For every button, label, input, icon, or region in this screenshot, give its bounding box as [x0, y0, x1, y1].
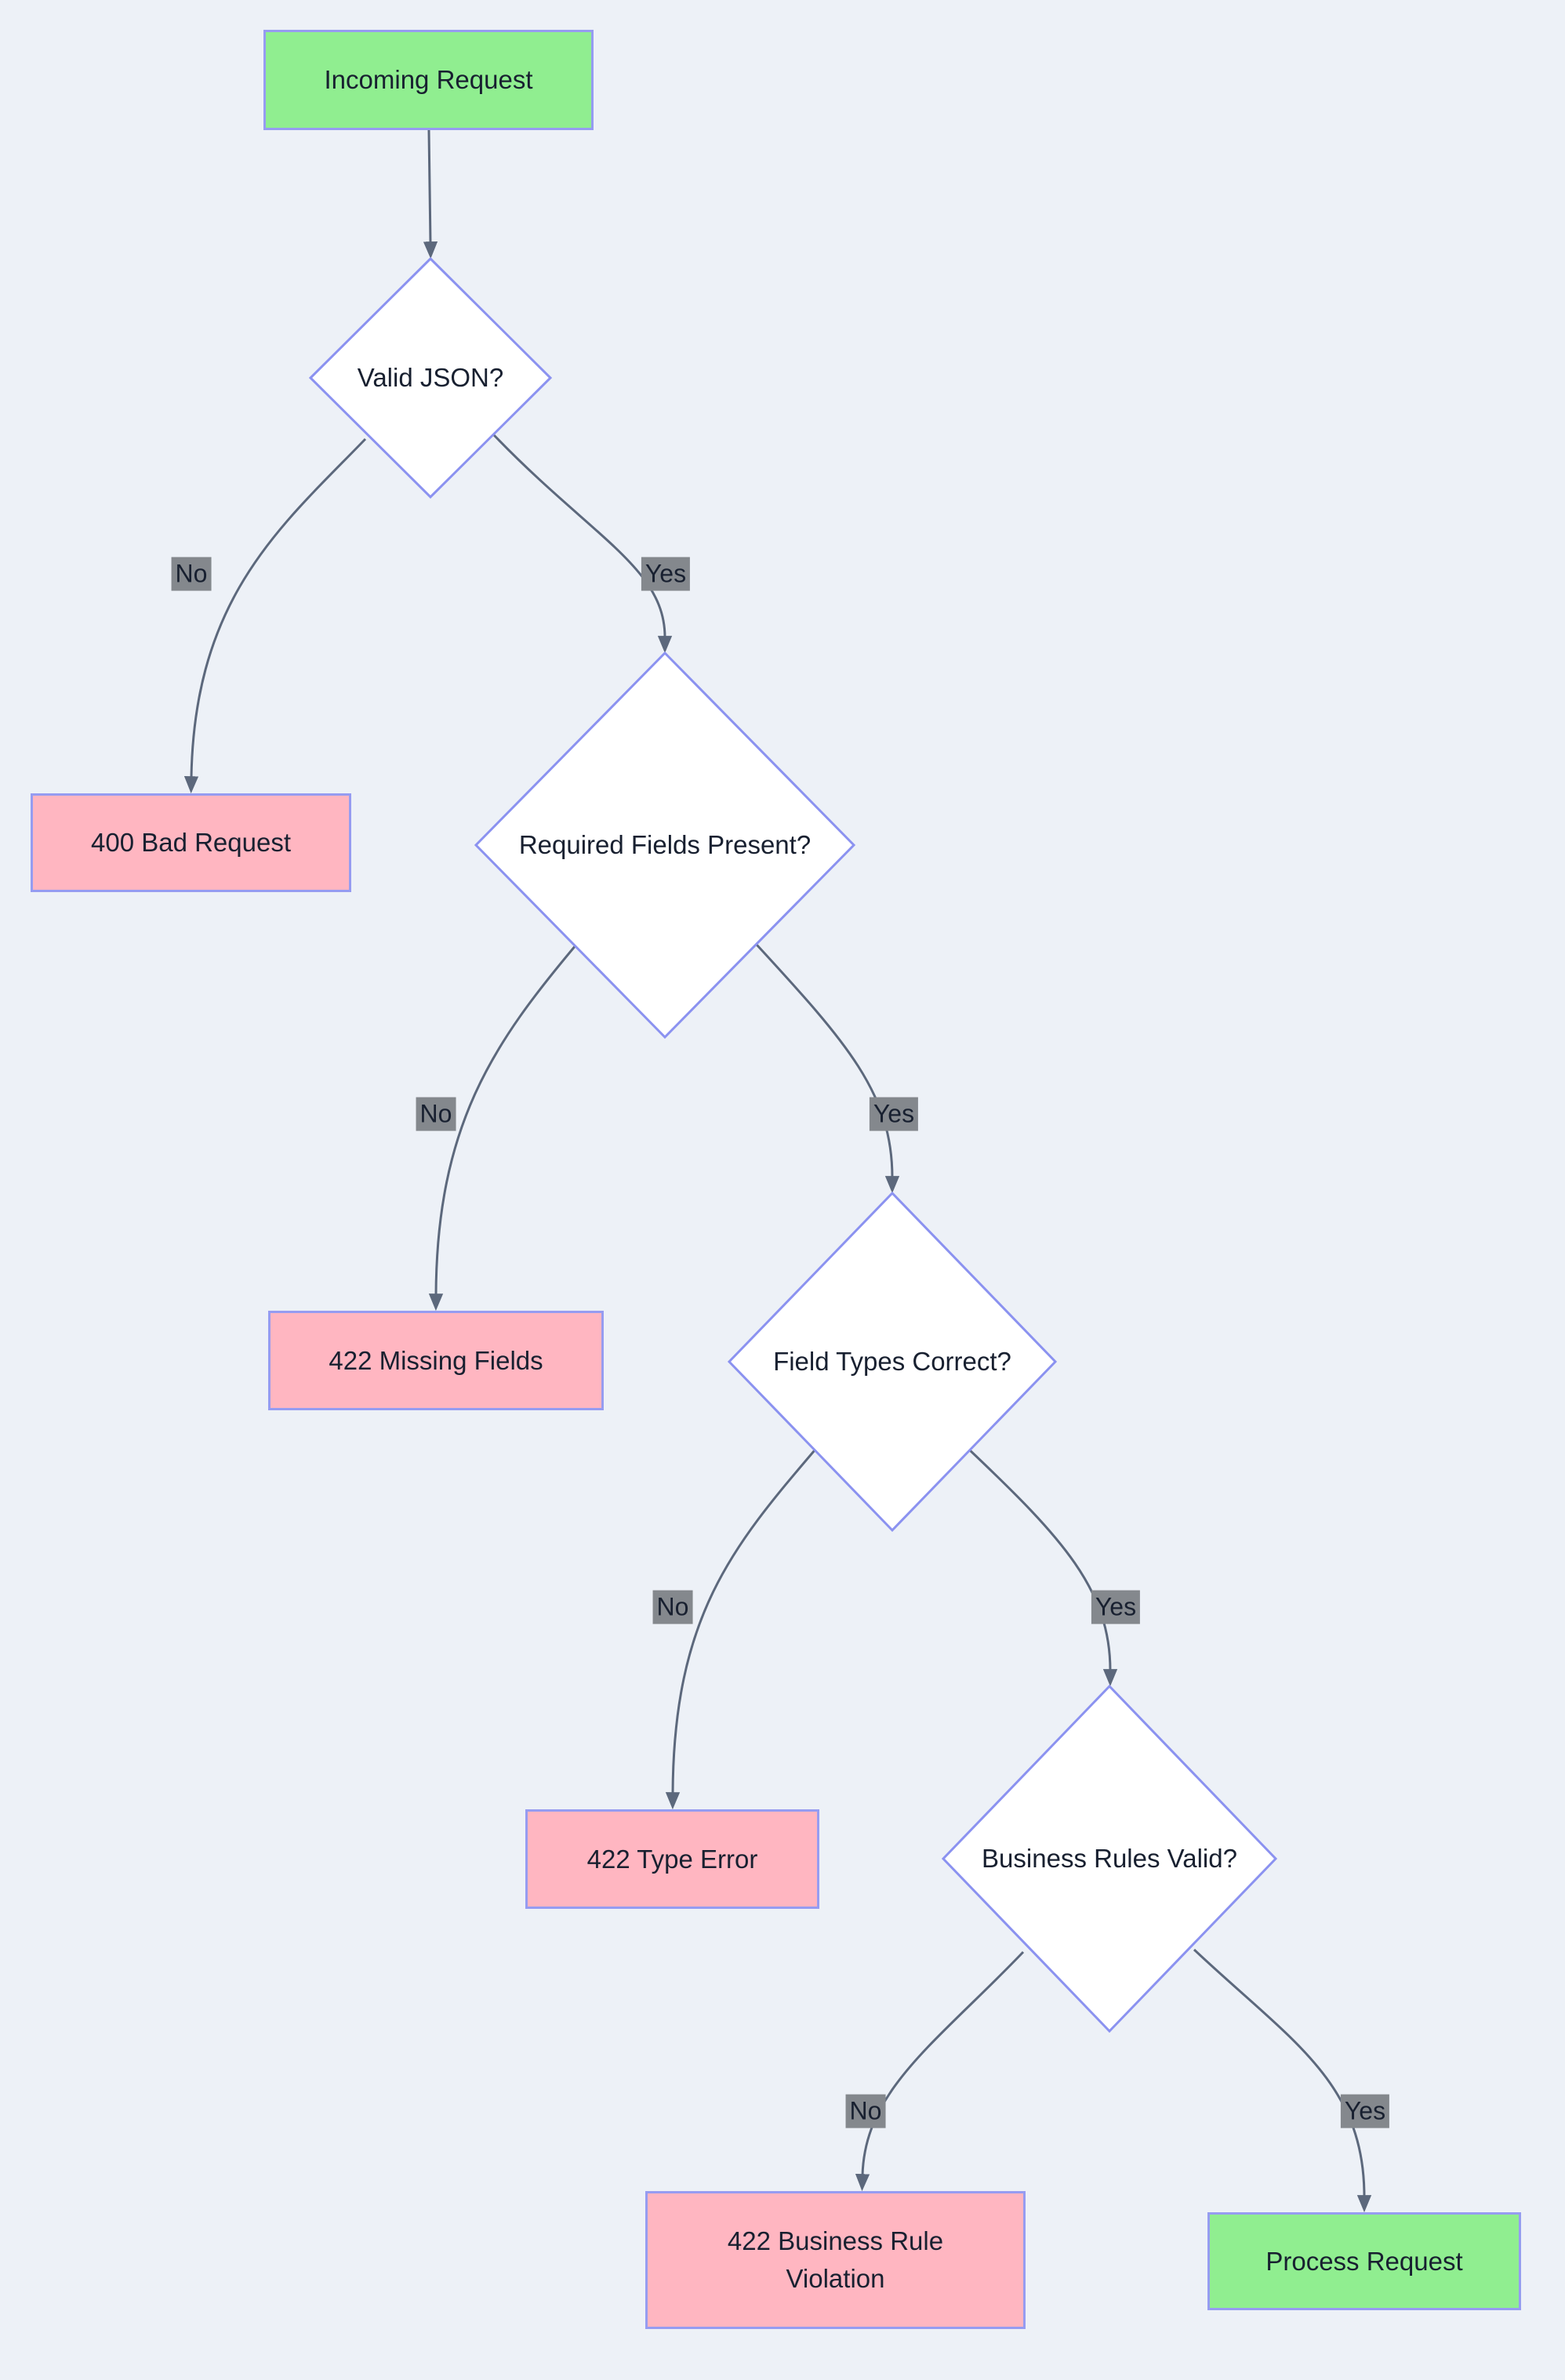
edge-fieldtypes-no	[665, 1449, 816, 1810]
edge-businessrules-yes	[1193, 1948, 1372, 2213]
diamond-shape	[729, 1193, 1055, 1530]
node-process-request: Process Request	[1207, 2212, 1521, 2310]
decision-field-types-correct-label: Field Types Correct?	[773, 1347, 1011, 1377]
edge-label-requiredfields-no: No	[416, 1097, 456, 1131]
edge-fieldtypes-yes	[968, 1449, 1118, 1687]
node-process-request-label: Process Request	[1265, 2246, 1463, 2276]
edge-validjson-no	[183, 437, 367, 794]
edge-validjson-yes	[492, 434, 673, 654]
diamond-shape	[310, 259, 550, 497]
edge-label-fieldtypes-no: No	[652, 1590, 693, 1624]
node-422-type-error: 422 Type Error	[525, 1809, 819, 1909]
decision-field-types-correct: Field Types Correct?	[729, 1193, 1055, 1530]
node-incoming-request-label: Incoming Request	[324, 65, 533, 95]
edge-label-requiredfields-yes: Yes	[869, 1097, 919, 1131]
decision-business-rules-valid-label: Business Rules Valid?	[982, 1844, 1237, 1874]
edge-label-fieldtypes-yes: Yes	[1091, 1590, 1141, 1624]
node-422-business-rule-violation-label: 422 Business Rule Violation	[727, 2226, 944, 2293]
decision-business-rules-valid: Business Rules Valid?	[943, 1686, 1276, 2031]
edge-incoming-to-validjson	[423, 129, 438, 259]
decision-valid-json-label: Valid JSON?	[357, 363, 504, 393]
decision-required-fields-present-label: Required Fields Present?	[518, 830, 812, 860]
node-422-missing-fields: 422 Missing Fields	[268, 1311, 604, 1410]
decision-required-fields-present: Required Fields Present?	[476, 653, 854, 1037]
decision-valid-json: Valid JSON?	[310, 259, 550, 497]
node-422-missing-fields-label: 422 Missing Fields	[329, 1345, 543, 1375]
node-400-bad-request: 400 Bad Request	[31, 793, 351, 892]
edge-label-validjson-no: No	[171, 557, 212, 591]
diamond-shape	[943, 1686, 1276, 2031]
node-422-business-rule-violation: 422 Business Rule Violation	[645, 2191, 1026, 2329]
node-incoming-request: Incoming Request	[263, 30, 594, 130]
edge-requiredfields-yes	[755, 943, 900, 1194]
node-400-bad-request-label: 400 Bad Request	[90, 828, 292, 858]
edge-label-validjson-yes: Yes	[641, 557, 691, 591]
diamond-shape	[476, 653, 854, 1037]
edge-label-businessrules-yes: Yes	[1340, 2094, 1390, 2128]
edge-requiredfields-no	[428, 944, 578, 1312]
node-422-type-error-label: 422 Type Error	[586, 1844, 758, 1874]
edge-label-businessrules-no: No	[845, 2094, 886, 2128]
edge-businessrules-no	[855, 1950, 1025, 2192]
